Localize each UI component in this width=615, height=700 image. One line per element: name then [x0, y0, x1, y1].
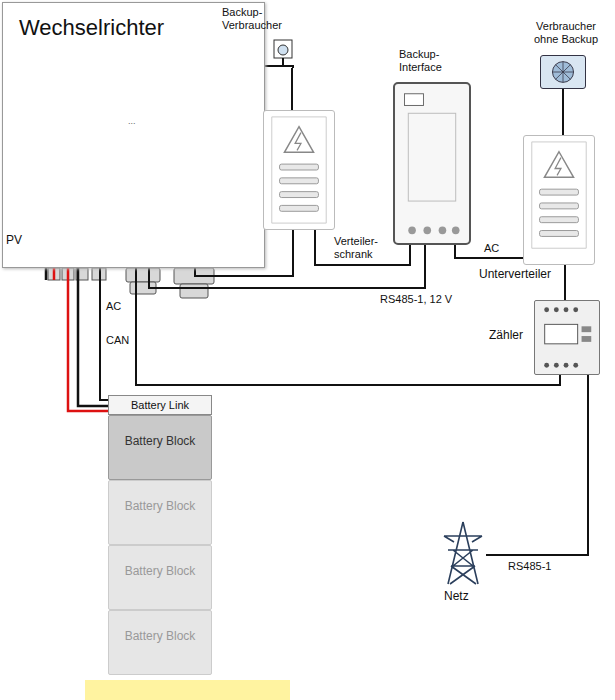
backup-load-group: Backup- Verbraucher — [214, 2, 300, 68]
sub-distribution-cabinet: Unterverteiler — [523, 135, 595, 265]
battery-block: Battery Block — [108, 415, 212, 480]
distribution-cabinet: Verteiler- schrank — [263, 110, 335, 230]
connector-line — [291, 68, 293, 110]
node-label: Zähler — [489, 329, 523, 342]
node-label: Backup- Verbraucher — [222, 6, 302, 32]
connector-line — [562, 89, 564, 135]
sub-distribution-cabinet-art — [524, 136, 594, 264]
connector-label: CAN — [104, 334, 131, 347]
inverter-box: Wechselrichter... — [2, 2, 265, 268]
backup-interface-art — [395, 84, 469, 243]
distribution-cabinet-art — [264, 111, 334, 229]
node-label: Netz — [444, 590, 469, 603]
connector-label: AC — [482, 242, 501, 255]
connector-label: AC — [104, 300, 123, 313]
node-label: Verteiler- schrank — [334, 235, 390, 261]
display-text: ... — [128, 115, 136, 128]
node-label: Backup- Interface — [399, 48, 469, 74]
energy-meter: Zähler — [534, 300, 600, 375]
cable-label: PV — [4, 234, 24, 247]
battery-block: Battery Block — [108, 610, 212, 675]
battery-link: Battery Link — [108, 395, 212, 415]
grid-tower-art — [440, 520, 486, 586]
node-label: Battery Block — [125, 564, 196, 578]
connector-line — [486, 375, 588, 555]
ac-unit-icon-art — [541, 56, 585, 88]
node-label: Battery Block — [125, 434, 196, 448]
connector-line — [564, 265, 566, 300]
grid-tower: Netz — [440, 520, 486, 586]
connector-line — [68, 268, 108, 411]
connector-line — [136, 268, 560, 385]
node-label: Battery Link — [131, 399, 189, 412]
inverter-glands — [48, 268, 214, 298]
highlight-bar — [85, 680, 290, 700]
backup-interface: Backup- Interface — [393, 82, 471, 245]
battery-block: Battery Block — [108, 480, 212, 545]
node-label: Battery Block — [125, 499, 196, 513]
battery-block: Battery Block — [108, 545, 212, 610]
ac-unit-icon: Verbraucher ohne Backup — [540, 55, 586, 89]
connector-label: RS485-1, 12 V — [378, 293, 454, 306]
energy-meter-art — [535, 301, 599, 374]
node-label: Verbraucher ohne Backup — [523, 20, 609, 46]
node-label: Battery Block — [125, 629, 196, 643]
node-label: Wechselrichter — [19, 15, 164, 41]
connector-label: RS485-1 — [506, 560, 553, 573]
node-label: Unterverteiler — [479, 268, 551, 281]
